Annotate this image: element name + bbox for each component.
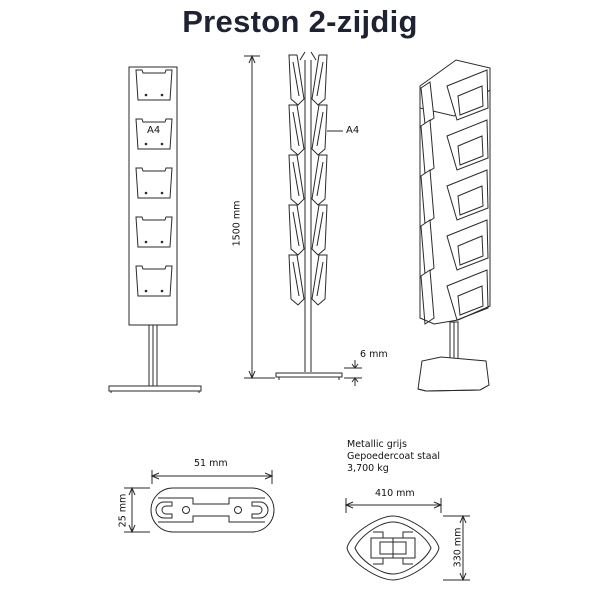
side-tier [288,154,328,206]
perspective-view [417,59,491,392]
perspective-tier [420,219,489,275]
perspective-tier [420,119,489,175]
base-width-label: 410 mm [375,488,415,499]
front-pocket [135,118,173,150]
front-a4-label: A4 [147,125,161,136]
front-pocket [135,167,173,199]
side-tier [288,104,328,156]
front-pocket [135,69,173,101]
height-dimension-label: 1500 mm [231,200,243,247]
spec-finish: Gepoedercoat staal [347,451,441,462]
side-tier [288,54,328,106]
side-tier [288,204,328,256]
plate-thickness-label: 6 mm [360,349,388,360]
base-depth-label: 330 mm [452,527,464,568]
side-view [244,51,362,386]
profile-width-label: 51 mm [194,458,228,469]
spec-weight: 3,700 kg [347,463,389,474]
side-a4-label: A4 [346,125,360,136]
front-view [108,66,202,393]
page-title: Preston 2-zijdig [182,4,418,39]
profile-height-label: 25 mm [117,493,129,528]
perspective-tier [420,69,489,125]
front-pocket [135,265,173,297]
spec-color: Metallic grijs [347,439,407,450]
side-tier [288,254,328,306]
base-top-view [344,498,470,582]
perspective-tier [420,269,489,325]
perspective-tier [420,169,489,225]
front-pocket [135,216,173,248]
profile-section [124,470,275,534]
